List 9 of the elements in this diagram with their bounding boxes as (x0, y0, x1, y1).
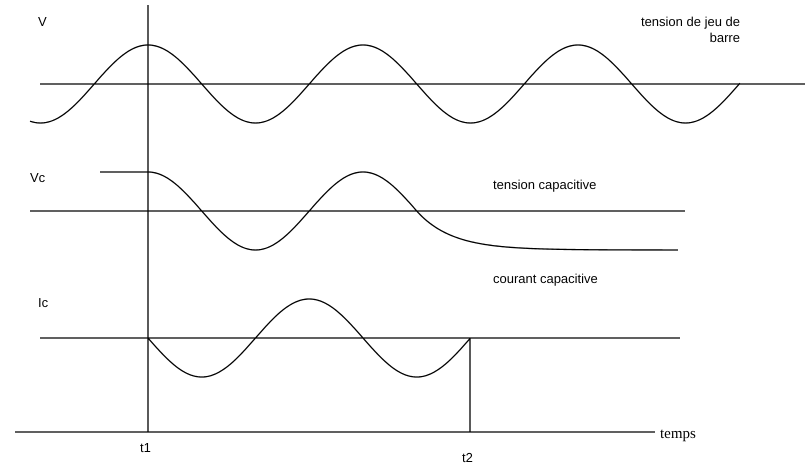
curve-label: tension de jeu de barre (640, 14, 740, 46)
curve-label: courant capacitive (493, 271, 598, 287)
time-label: t1 (140, 440, 151, 456)
curve-label: tension capacitive (493, 177, 596, 193)
curve-label: Vc (30, 170, 46, 186)
curve-label: V (38, 14, 47, 30)
time-label: t2 (462, 450, 473, 466)
axis-label: temps (660, 426, 696, 442)
curve-label: Ic (38, 295, 48, 311)
